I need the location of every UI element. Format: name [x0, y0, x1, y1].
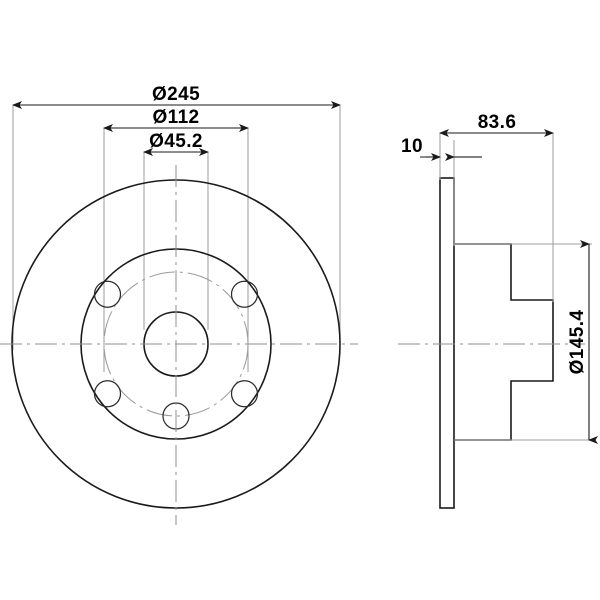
dimension-labels: Ø245 Ø112 Ø45.2 83.6 10 Ø145.4 — [149, 84, 588, 374]
dimension-lines — [12, 101, 598, 444]
dim-label-plate-thickness: 10 — [401, 136, 423, 157]
bolt-hole-3 — [93, 280, 122, 308]
dim-label-total-height: 83.6 — [478, 112, 517, 133]
hub-profile — [454, 243, 554, 441]
bolt-hole-2 — [93, 380, 122, 408]
front-view — [0, 165, 358, 525]
side-section-view — [398, 177, 585, 509]
disc-plate-profile — [439, 177, 455, 509]
dim-label-bore-diameter: Ø45.2 — [149, 131, 203, 152]
dim-label-bolt-circle: Ø112 — [152, 107, 199, 128]
dim-label-hub-diameter: Ø145.4 — [567, 310, 588, 375]
dim-label-outer-diameter: Ø245 — [152, 84, 200, 105]
bolt-hole-4 — [230, 280, 259, 308]
front-view-extension-lines — [12, 105, 341, 372]
bolt-hole-5 — [230, 380, 259, 408]
